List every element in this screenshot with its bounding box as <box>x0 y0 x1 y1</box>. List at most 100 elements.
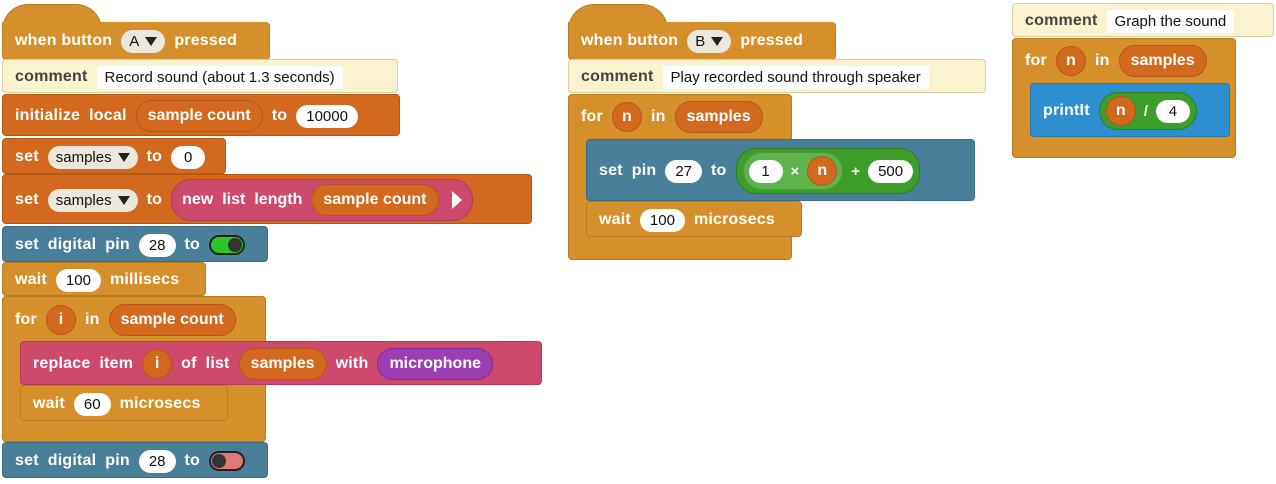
set-label: set <box>15 191 39 208</box>
in-label: in <box>1094 52 1110 69</box>
variable-dropdown[interactable]: samples <box>47 188 138 212</box>
set-samples-block[interactable]: set samples to 0 <box>2 138 226 174</box>
variable-name-sample-count[interactable]: sample count <box>135 100 263 132</box>
wait-millisecs-block[interactable]: wait 100 millisecs <box>2 262 206 296</box>
pressed-label: pressed <box>174 32 238 49</box>
when-button-label: when button <box>581 32 679 49</box>
set-label: set <box>599 162 623 179</box>
comment-label: comment <box>581 68 654 85</box>
samples-reporter[interactable]: samples <box>674 101 763 133</box>
sample-count-reporter[interactable]: sample count <box>311 184 439 216</box>
digital-label: digital <box>47 236 97 253</box>
button-dropdown-value: B <box>695 32 706 50</box>
divide-right-input[interactable]: 4 <box>1155 99 1190 123</box>
comment-label: comment <box>1025 12 1098 29</box>
to-label: to <box>146 148 163 165</box>
comment-block[interactable]: comment Graph the sound <box>1012 3 1274 37</box>
dropdown-triangle-icon <box>117 195 130 205</box>
pin-label: pin <box>631 162 657 179</box>
to-label: to <box>184 236 201 253</box>
microsecs-label: microsecs <box>693 211 775 228</box>
local-label: local <box>89 107 127 124</box>
multiply-operator-reporter[interactable]: 1 × n <box>742 152 844 190</box>
for-label: for <box>581 108 603 125</box>
set-samples-new-list-block[interactable]: set samples to new list length sample co… <box>2 174 532 224</box>
comment-label: comment <box>15 68 88 85</box>
comment-block[interactable]: comment Record sound (about 1.3 seconds) <box>2 59 398 93</box>
variable-dropdown-value: samples <box>55 148 112 166</box>
samples-reporter[interactable]: samples <box>1118 45 1207 77</box>
variable-n-reporter[interactable]: n <box>807 156 838 186</box>
button-dropdown[interactable]: B <box>687 29 732 53</box>
wait-value-input[interactable]: 100 <box>639 208 685 232</box>
dropdown-triangle-icon <box>711 36 724 46</box>
wait-label: wait <box>33 395 65 412</box>
initialize-label: initialize <box>15 107 81 124</box>
loop-source-sample-count[interactable]: sample count <box>108 304 236 336</box>
when-button-pressed-block[interactable]: when button A pressed <box>2 22 270 60</box>
new-list-reporter[interactable]: new list length sample count <box>171 179 473 221</box>
loop-variable-n[interactable]: n <box>611 102 642 132</box>
comment-text-field[interactable]: Graph the sound <box>1106 9 1235 33</box>
toggle-on-switch[interactable] <box>209 235 246 255</box>
expand-arrow-icon[interactable] <box>451 191 462 209</box>
pressed-label: pressed <box>740 32 804 49</box>
wait-value-input[interactable]: 100 <box>55 268 101 292</box>
loop-variable-i[interactable]: i <box>45 305 76 335</box>
toggle-knob-icon <box>228 238 243 252</box>
wait-microsecs-block[interactable]: wait 100 microsecs <box>586 201 802 237</box>
toggle-off-switch[interactable] <box>209 451 246 471</box>
variable-dropdown-value: samples <box>55 191 112 209</box>
when-button-pressed-block[interactable]: when button B pressed <box>568 22 836 60</box>
to-label: to <box>184 452 201 469</box>
set-digital-pin-off-block[interactable]: set digital pin 28 to <box>2 442 268 478</box>
to-label: to <box>146 191 163 208</box>
replace-item-block[interactable]: replace item i of list samples with micr… <box>20 341 542 385</box>
comment-text-field[interactable]: Play recorded sound through speaker <box>662 65 929 89</box>
value-input[interactable]: 0 <box>171 145 206 169</box>
divide-sign: / <box>1143 102 1148 120</box>
toggle-knob-icon <box>212 454 227 468</box>
variable-dropdown[interactable]: samples <box>47 145 138 169</box>
multiply-left-input[interactable]: 1 <box>748 159 783 183</box>
comment-block[interactable]: comment Play recorded sound through spea… <box>568 59 986 93</box>
wait-label: wait <box>15 271 47 288</box>
index-variable-i[interactable]: i <box>142 349 173 379</box>
set-digital-pin-on-block[interactable]: set digital pin 28 to <box>2 226 268 262</box>
set-label: set <box>15 452 39 469</box>
pin-number-input[interactable]: 27 <box>665 159 703 183</box>
with-label: with <box>335 355 369 372</box>
plus-operator-reporter[interactable]: 1 × n + 500 <box>735 148 921 194</box>
printit-block[interactable]: printIt n / 4 <box>1030 83 1230 137</box>
initialize-local-block[interactable]: initialize local sample count to 10000 <box>2 94 400 136</box>
microphone-reporter[interactable]: microphone <box>377 348 493 380</box>
comment-text-field[interactable]: Record sound (about 1.3 seconds) <box>96 65 343 89</box>
pin-number-input[interactable]: 28 <box>138 449 176 473</box>
microsecs-label: microsecs <box>119 395 201 412</box>
samples-reporter[interactable]: samples <box>238 348 327 380</box>
wait-value-input[interactable]: 60 <box>73 392 111 416</box>
millisecs-label: millisecs <box>109 271 180 288</box>
pin-number-input[interactable]: 28 <box>138 233 176 257</box>
set-pin-block[interactable]: set pin 27 to 1 × n + 500 <box>586 139 975 201</box>
list-label: list <box>222 191 246 208</box>
dropdown-triangle-icon <box>117 152 130 162</box>
initial-value-input[interactable]: 10000 <box>296 104 358 128</box>
length-label: length <box>254 191 303 208</box>
pin-label: pin <box>105 236 130 253</box>
digital-label: digital <box>47 452 97 469</box>
set-label: set <box>15 236 39 253</box>
button-dropdown[interactable]: A <box>121 29 166 53</box>
printit-label: printIt <box>1043 102 1090 119</box>
loop-variable-n[interactable]: n <box>1055 46 1086 76</box>
replace-label: replace <box>33 355 91 372</box>
plus-right-input[interactable]: 500 <box>868 159 914 183</box>
in-label: in <box>84 311 100 328</box>
button-dropdown-value: A <box>129 32 140 50</box>
new-label: new <box>182 191 214 208</box>
wait-microsecs-block[interactable]: wait 60 microsecs <box>20 385 228 421</box>
variable-n-reporter[interactable]: n <box>1105 96 1136 126</box>
divide-operator-reporter[interactable]: n / 4 <box>1098 92 1197 130</box>
set-label: set <box>15 148 39 165</box>
in-label: in <box>650 108 666 125</box>
